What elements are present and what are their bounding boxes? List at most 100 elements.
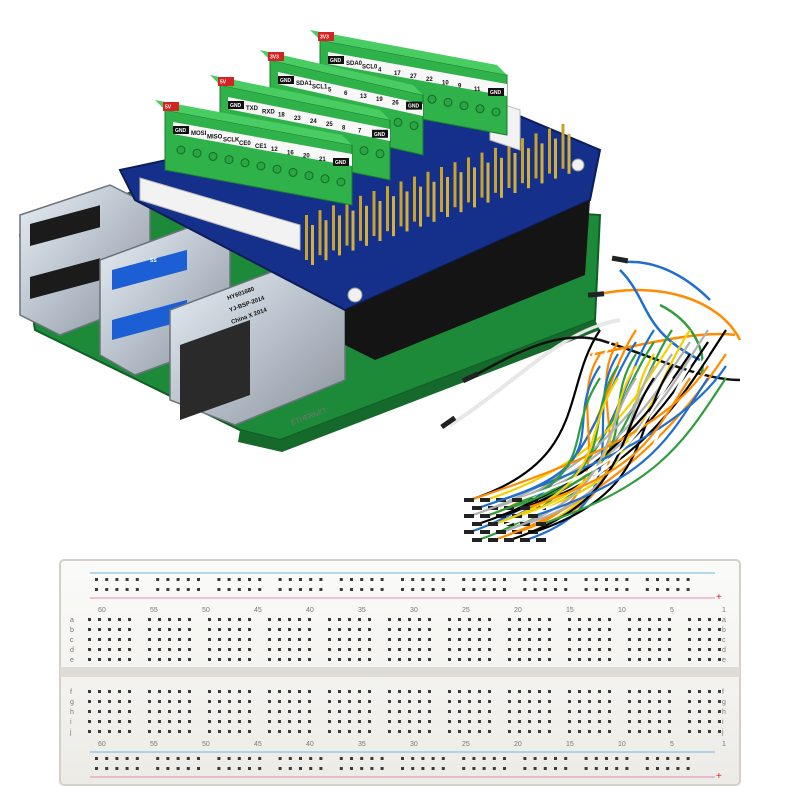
terminal-label: 22 [426,77,433,83]
row-letter: d [70,647,74,654]
row-letter: b [722,627,726,634]
breadboard-hole [309,757,313,760]
breadboard-hole [98,700,101,703]
breadboard-hole [158,628,161,631]
breadboard-hole [248,710,251,713]
breadboard-hole [370,767,374,770]
breadboard-hole [648,658,651,661]
breadboard-hole [698,648,701,651]
breadboard-hole [668,638,671,641]
breadboard-hole [288,757,292,760]
breadboard-hole [98,720,101,723]
jumper-wire [517,377,673,502]
breadboard-hole [625,757,629,760]
breadboard-hole [448,618,451,621]
breadboard: + + 606055555050454540403535303025252020… [59,559,741,786]
breadboard-hole [401,757,404,760]
breadboard-hole [528,638,531,641]
breadboard-hole [368,730,371,733]
breadboard-hole [578,720,581,723]
breadboard-hole [360,767,364,770]
rail-plus-top: + [716,592,722,603]
terminal-label: GND [230,103,242,109]
breadboard-hole [554,767,557,770]
breadboard-hole [441,588,445,591]
breadboard-hole [568,638,571,641]
breadboard-hole [217,578,221,581]
breadboard-hole [227,767,231,770]
gpio-pin [467,157,470,203]
breadboard-hole [350,767,353,770]
breadboard-hole [648,720,651,723]
breadboard-hole [328,648,331,651]
wire-pin-tip [472,538,482,542]
jumper-wire-bundle [440,255,742,542]
breadboard-hole [523,757,527,760]
terminal-screw [208,151,218,161]
breadboard-hole [708,638,711,641]
breadboard-hole [468,638,471,641]
terminal-label: 5 [328,88,332,94]
gpio-pin [480,152,484,198]
jumper-wire [541,377,727,526]
terminal-screw [240,158,250,168]
breadboard-hole [645,757,649,760]
breadboard-hole [492,767,496,770]
breadboard-hole [548,648,551,651]
breadboard-hole [628,700,631,703]
breadboard-hole [176,767,180,770]
breadboard-hole [368,658,371,661]
breadboard-hole [308,730,311,733]
breadboard-hole [518,710,521,713]
breadboard-hole [156,757,160,760]
breadboard-hole [594,588,598,591]
breadboard-hole [319,578,323,581]
breadboard-hole [238,628,241,631]
breadboard-hole [686,588,690,591]
breadboard-hole [538,648,541,651]
breadboard-hole [178,700,181,703]
breadboard-hole [98,690,101,693]
breadboard-hole [718,658,721,661]
terminal-screw [427,94,437,104]
column-number: 5 [670,607,674,614]
breadboard-hole [472,757,476,760]
breadboard-hole [698,658,701,661]
breadboard-hole [428,730,431,733]
breadboard-hole [448,710,451,713]
breadboard-hole [268,648,271,651]
breadboard-hole [108,658,111,661]
breadboard-hole [508,638,511,641]
breadboard-hole [564,588,568,591]
breadboard-hole [615,767,619,770]
breadboard-hole [538,730,541,733]
breadboard-hole [658,710,661,713]
breadboard-hole [431,767,435,770]
breadboard-hole [135,578,139,581]
terminal-label: GND [490,90,502,96]
breadboard-hole [718,720,721,723]
breadboard-hole [418,700,421,703]
breadboard-hole [368,700,371,703]
terminal-screw [491,107,501,117]
breadboard-hole [605,757,608,760]
row-letter: d [722,647,726,654]
breadboard-hole [688,710,691,713]
row-letter: i [70,719,72,726]
breadboard-hole [548,628,551,631]
breadboard-hole [676,588,680,591]
terminal-label: 13 [360,94,367,100]
breadboard-hole [584,757,588,760]
terminal-screw [359,146,369,156]
breadboard-hole [135,767,139,770]
breadboard-hole [411,588,415,591]
breadboard-hole [688,628,691,631]
breadboard-hole [227,578,231,581]
breadboard-hole [508,730,511,733]
breadboard-hole [166,767,170,770]
voltage-badge [268,52,284,61]
breadboard-hole [598,628,601,631]
breadboard-hole [218,638,221,641]
breadboard-hole [533,757,537,760]
breadboard-hole [228,710,231,713]
